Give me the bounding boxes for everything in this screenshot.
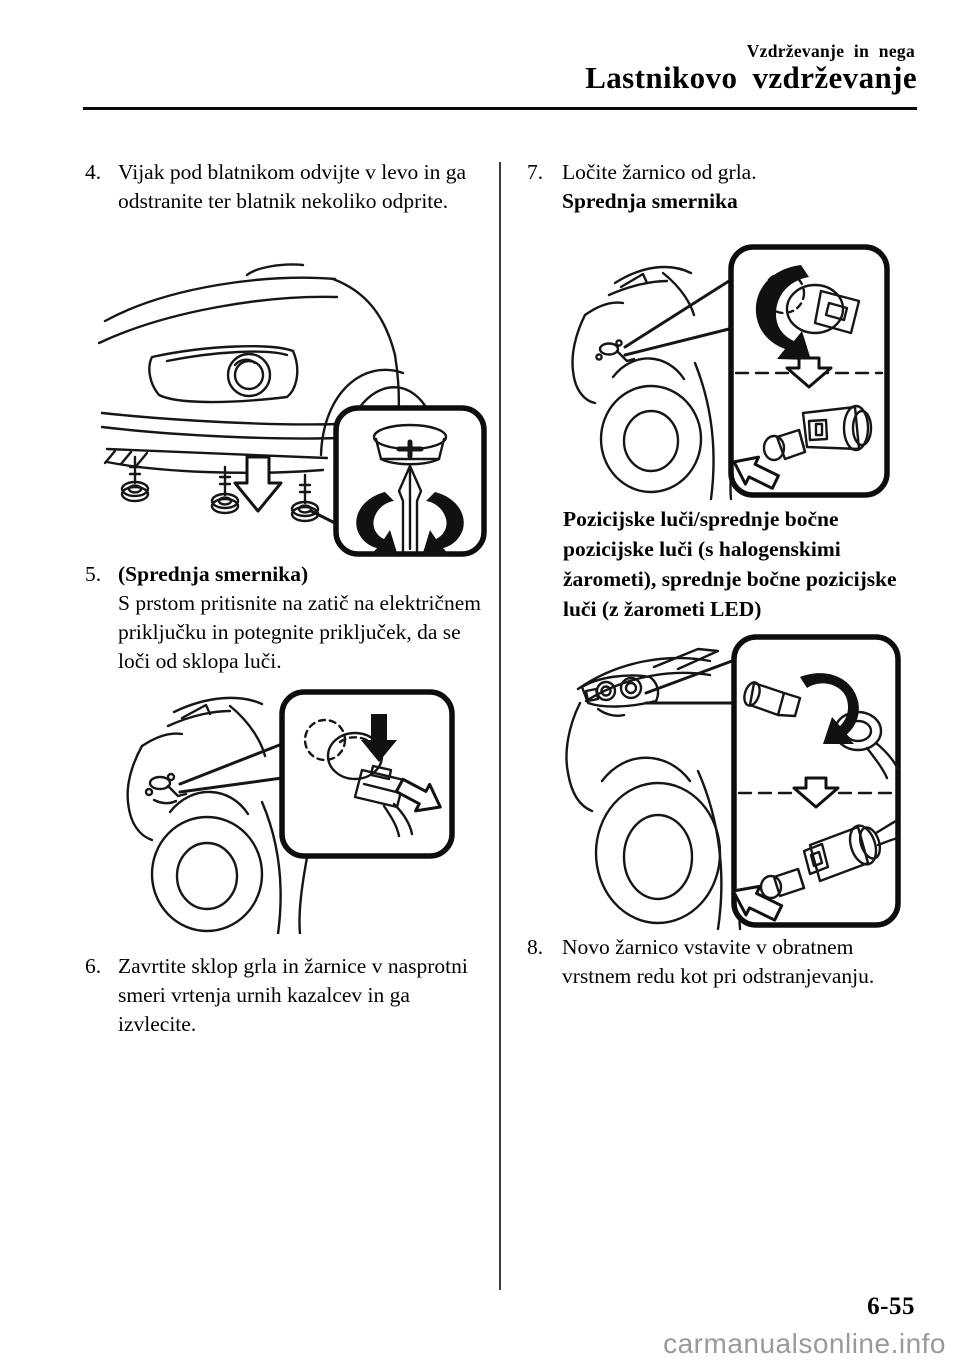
pull-bulb-art (731, 819, 900, 922)
section-kicker: Vzdrževanje in nega (746, 41, 915, 61)
screw-3 (290, 473, 320, 523)
next-step-down-arrow-icon (792, 776, 840, 809)
position-light-bulb-illustration (565, 634, 901, 931)
step-7-text: Ločite žarnico od grla. (562, 160, 757, 184)
connector-release-illustration (126, 689, 455, 934)
figure-connector-release (112, 684, 462, 934)
next-step-down-arrow-icon (785, 356, 833, 389)
page-title: Lastnikovo vzdrževanje (585, 60, 917, 95)
bumper-screws-illustration (97, 263, 487, 557)
step-5-number: 5. (85, 562, 102, 586)
car-fender-art (571, 265, 741, 501)
figure-position-light-bulb (558, 631, 906, 931)
pull-bulb-art (732, 404, 873, 490)
step-7-number: 7. (527, 160, 544, 184)
rotate-socket-art (755, 265, 861, 360)
pull-out-arrow-icon (731, 884, 784, 922)
figure-bumper-screws-removal (97, 261, 489, 557)
step-8-text: Novo žarnico vstavite v obratnem vrstnem… (562, 935, 875, 988)
step-4-text: Vijak pod blatnikom odvijte v levo in ga… (118, 160, 467, 213)
step-7-subheading: Sprednja smernika (562, 189, 738, 213)
step-8: 8. Novo žarnico vstavite v obratnem vrst… (527, 933, 927, 991)
screw-1 (120, 455, 150, 503)
figure-turn-signal-bulb (563, 243, 893, 501)
callout-lines (644, 659, 734, 705)
step-8-number: 8. (527, 935, 544, 959)
pull-arrow-icon (394, 777, 442, 813)
step-4-number: 4. (85, 160, 102, 184)
page-number: 6-55 (867, 1293, 915, 1320)
screwdriver-rotation-art (356, 423, 464, 556)
position-lights-note: Pozicijske luči/sprednje bočne pozicijsk… (563, 507, 897, 621)
step-5: 5. (Sprednja smernika) S prstom pritisni… (85, 560, 495, 676)
rotation-arrow-icon (755, 265, 811, 360)
turn-signal-bulb-illustration (571, 244, 890, 501)
step-6-text: Zavrtite sklop grla in žarnice v nasprot… (118, 954, 468, 1036)
rotation-arrow-right-icon (422, 492, 464, 556)
callout-lines (623, 279, 731, 357)
column-divider (499, 162, 501, 1290)
screw-2 (210, 465, 240, 515)
car-bumper-art (97, 263, 438, 520)
step-6: 6. Zavrtite sklop grla in žarnice v nasp… (85, 952, 495, 1039)
step-5-text: S prstom pritisnite na zatič na električ… (118, 591, 482, 673)
car-fender-art (126, 696, 310, 934)
watermark: carmanualsonline.info (663, 1328, 946, 1359)
header-rule (83, 107, 917, 110)
rotate-socket-art (743, 673, 900, 780)
step-5-heading: (Sprednja smernika) (118, 562, 309, 586)
callout-lines (178, 742, 284, 794)
step-7: 7. Ločite žarnico od grla. Sprednja smer… (527, 158, 919, 216)
rotation-arrow-left-icon (356, 492, 398, 556)
screw-icons (120, 455, 320, 523)
step-6-number: 6. (85, 954, 102, 978)
socket-connector-art (303, 714, 442, 838)
inset-box (279, 689, 455, 859)
rotation-arrow-icon (800, 673, 859, 744)
down-arrow-icon (233, 455, 283, 513)
step-4: 4. Vijak pod blatnikom odvijte v levo in… (85, 158, 477, 216)
car-front-art (565, 647, 750, 931)
pull-out-arrow-icon (732, 455, 780, 490)
press-down-arrow-icon (361, 714, 397, 762)
